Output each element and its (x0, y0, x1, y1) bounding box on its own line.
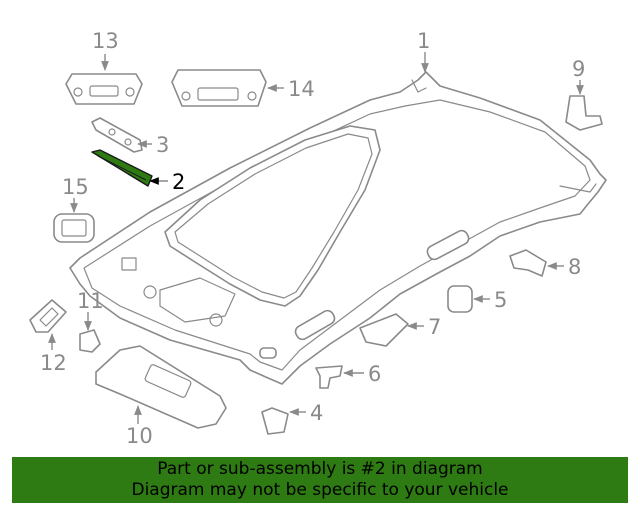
diagram-svg: 1 2 3 4 5 6 7 8 9 10 11 12 13 14 15 (29, 29, 607, 448)
bracket-7 (359, 313, 409, 347)
callout-11: 11 (77, 289, 104, 313)
callout-7: 7 (428, 315, 441, 339)
bracket-8 (509, 249, 547, 277)
holder-12 (29, 299, 67, 333)
leader-lines (48, 52, 584, 424)
callout-9: 9 (572, 57, 585, 81)
bracket-6 (315, 365, 343, 389)
lamp-15 (53, 213, 95, 243)
banner-line-2: Diagram may not be specific to your vehi… (131, 480, 509, 500)
callout-1: 1 (417, 29, 430, 53)
banner-line-1: Part or sub-assembly is #2 in diagram (157, 459, 483, 479)
callout-2: 2 (172, 170, 185, 194)
callout-8: 8 (568, 255, 581, 279)
callout-10: 10 (126, 424, 153, 448)
callout-12: 12 (40, 351, 67, 375)
callout-14: 14 (288, 77, 315, 101)
headliner (69, 71, 607, 385)
bracket-9 (565, 95, 603, 131)
sun-visor-10 (95, 345, 227, 429)
overhead-console-13 (65, 73, 143, 105)
callout-3: 3 (156, 133, 169, 157)
overhead-console-14 (171, 69, 267, 107)
callout-5: 5 (494, 288, 507, 312)
notice-banner: Part or sub-assembly is #2 in diagram Di… (12, 457, 628, 503)
clip-4 (261, 407, 289, 435)
highlighted-part-2 (91, 149, 153, 187)
clip-11 (79, 329, 101, 353)
callout-labels: 1 2 3 4 5 6 7 8 9 10 11 12 13 14 15 (40, 29, 585, 448)
clip-5 (447, 285, 473, 313)
bracket-3 (91, 117, 143, 153)
callout-15: 15 (62, 175, 89, 199)
callout-6: 6 (368, 362, 381, 386)
callout-4: 4 (310, 401, 323, 425)
callout-13: 13 (92, 29, 119, 53)
